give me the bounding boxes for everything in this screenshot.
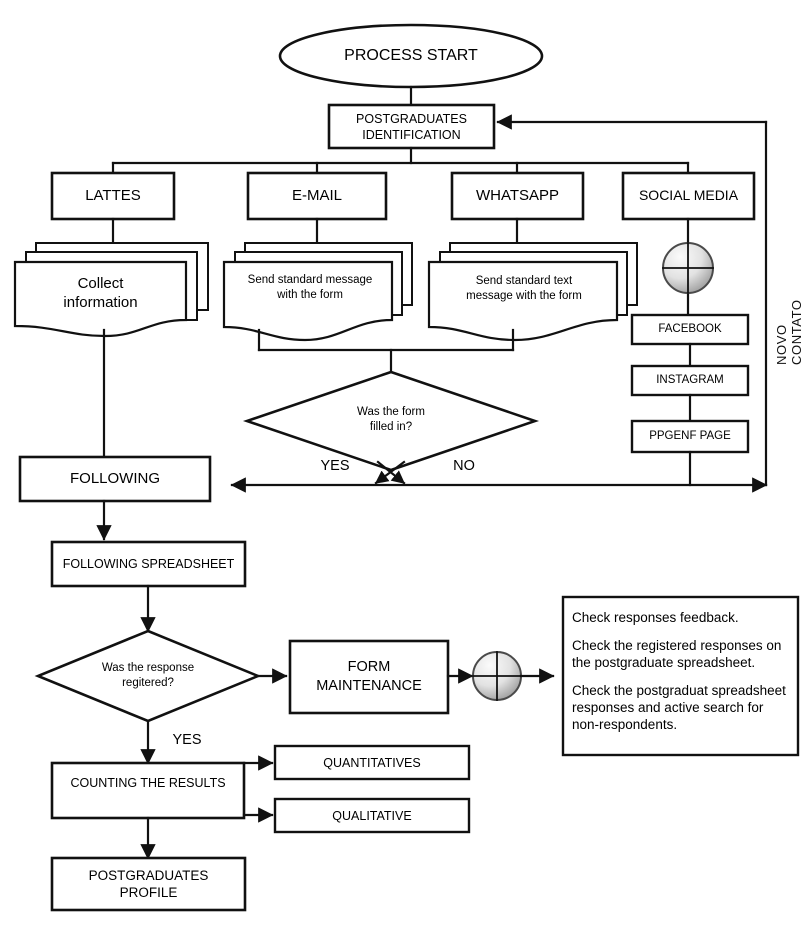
- novo-contato-label: NOVO CONTATO: [774, 299, 804, 365]
- instagram-shape: [630, 364, 750, 397]
- form-maintenance-shape: [288, 639, 450, 715]
- quantitatives-shape: [273, 744, 471, 781]
- qualitative-shape: [273, 797, 471, 834]
- whatsapp-shape: [450, 171, 585, 221]
- counting-the-results-shape: [50, 761, 246, 820]
- memo-line-2: Check the registered responses on the po…: [572, 638, 782, 670]
- postgraduates-profile-shape: [50, 856, 247, 912]
- social-media-shape: [621, 171, 756, 221]
- memo-line-3: Check the postgraduat spreadsheet respon…: [572, 683, 786, 732]
- email-message-shape: [222, 260, 394, 342]
- check-responses-memo: Check responses feedback. Check the regi…: [572, 609, 794, 745]
- lattes-shape: [50, 171, 176, 221]
- facebook-shape: [630, 313, 750, 346]
- process-start-shape: [278, 23, 544, 89]
- check-responses-memo-shape: [561, 595, 800, 757]
- whatsapp-message-shape: [427, 260, 619, 342]
- collect-information-shape: [13, 260, 188, 338]
- following-shape: [18, 455, 212, 503]
- ppgenf-page-shape: [630, 419, 750, 454]
- email-shape: [246, 171, 388, 221]
- was-the-form-filled-in-shape: [242, 370, 540, 472]
- postgraduates-identification-shape: [327, 103, 496, 150]
- following-spreadsheet-shape: [50, 540, 247, 588]
- memo-line-1: Check responses feedback.: [572, 610, 739, 625]
- was-the-response-registered-shape: [34, 629, 262, 723]
